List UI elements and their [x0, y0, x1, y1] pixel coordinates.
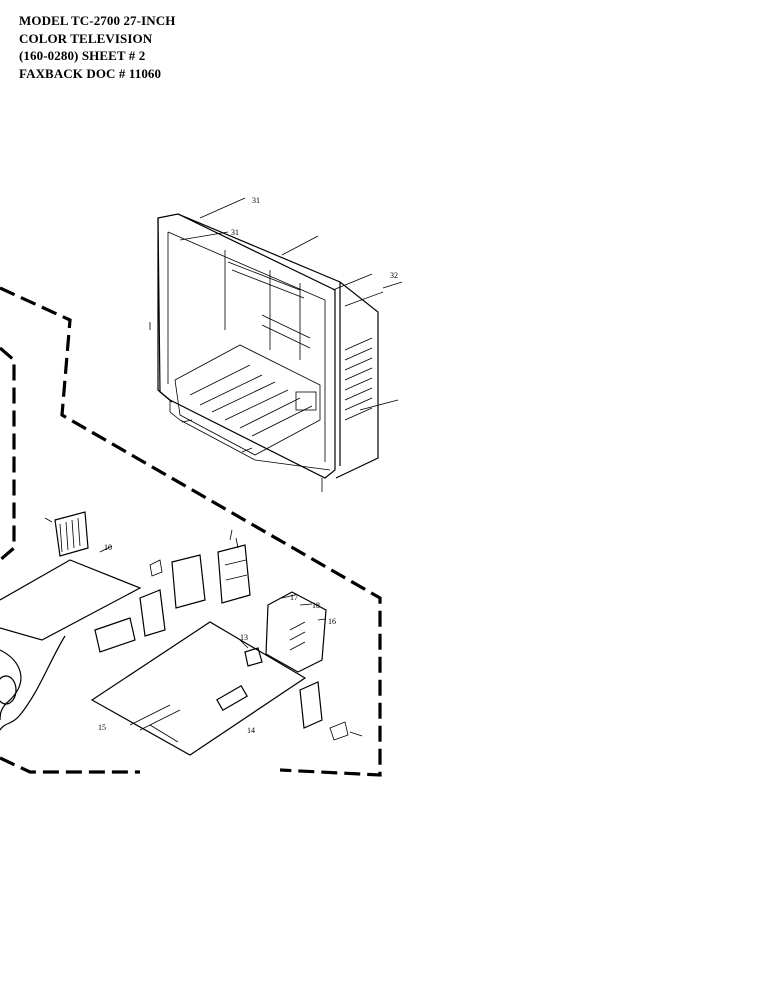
callout-14: 14: [247, 726, 255, 735]
callout-15: 15: [98, 723, 106, 732]
tv-cabinet: [157, 213, 379, 492]
callout-17: 17: [290, 593, 298, 602]
small-bracket-part: [299, 681, 363, 741]
inner-boundary: [0, 346, 16, 562]
callout-18: 18: [312, 601, 320, 610]
heat-sink-part: [44, 511, 89, 557]
callout-31-side: 31: [231, 228, 239, 237]
assembly-boundary: [0, 286, 382, 777]
cabinet-leaders: [149, 197, 403, 453]
callout-31-top: 31: [252, 196, 260, 205]
flyback-transformer-part: [217, 529, 251, 604]
callout-10: 10: [104, 543, 112, 552]
callout-13: 13: [240, 633, 248, 642]
yoke-cable-part: [0, 635, 66, 731]
callout-32: 32: [390, 271, 398, 280]
control-panel-part: [265, 591, 327, 673]
header-product: COLOR TELEVISION: [19, 30, 153, 46]
header-doc-number: FAXBACK DOC # 11060: [19, 65, 162, 81]
bracket-parts: [94, 554, 206, 653]
connector-13-part: [239, 639, 263, 667]
header-sheet: (160-0280) SHEET # 2: [19, 48, 146, 63]
callout-16: 16: [328, 617, 336, 626]
header-model: MODEL TC-2700 27-INCH: [19, 13, 176, 28]
main-circuit-board: [90, 621, 307, 756]
document-header: MODEL TC-2700 27-INCH COLOR TELEVISION (…: [19, 12, 175, 82]
shield-plate-part: [0, 545, 142, 641]
